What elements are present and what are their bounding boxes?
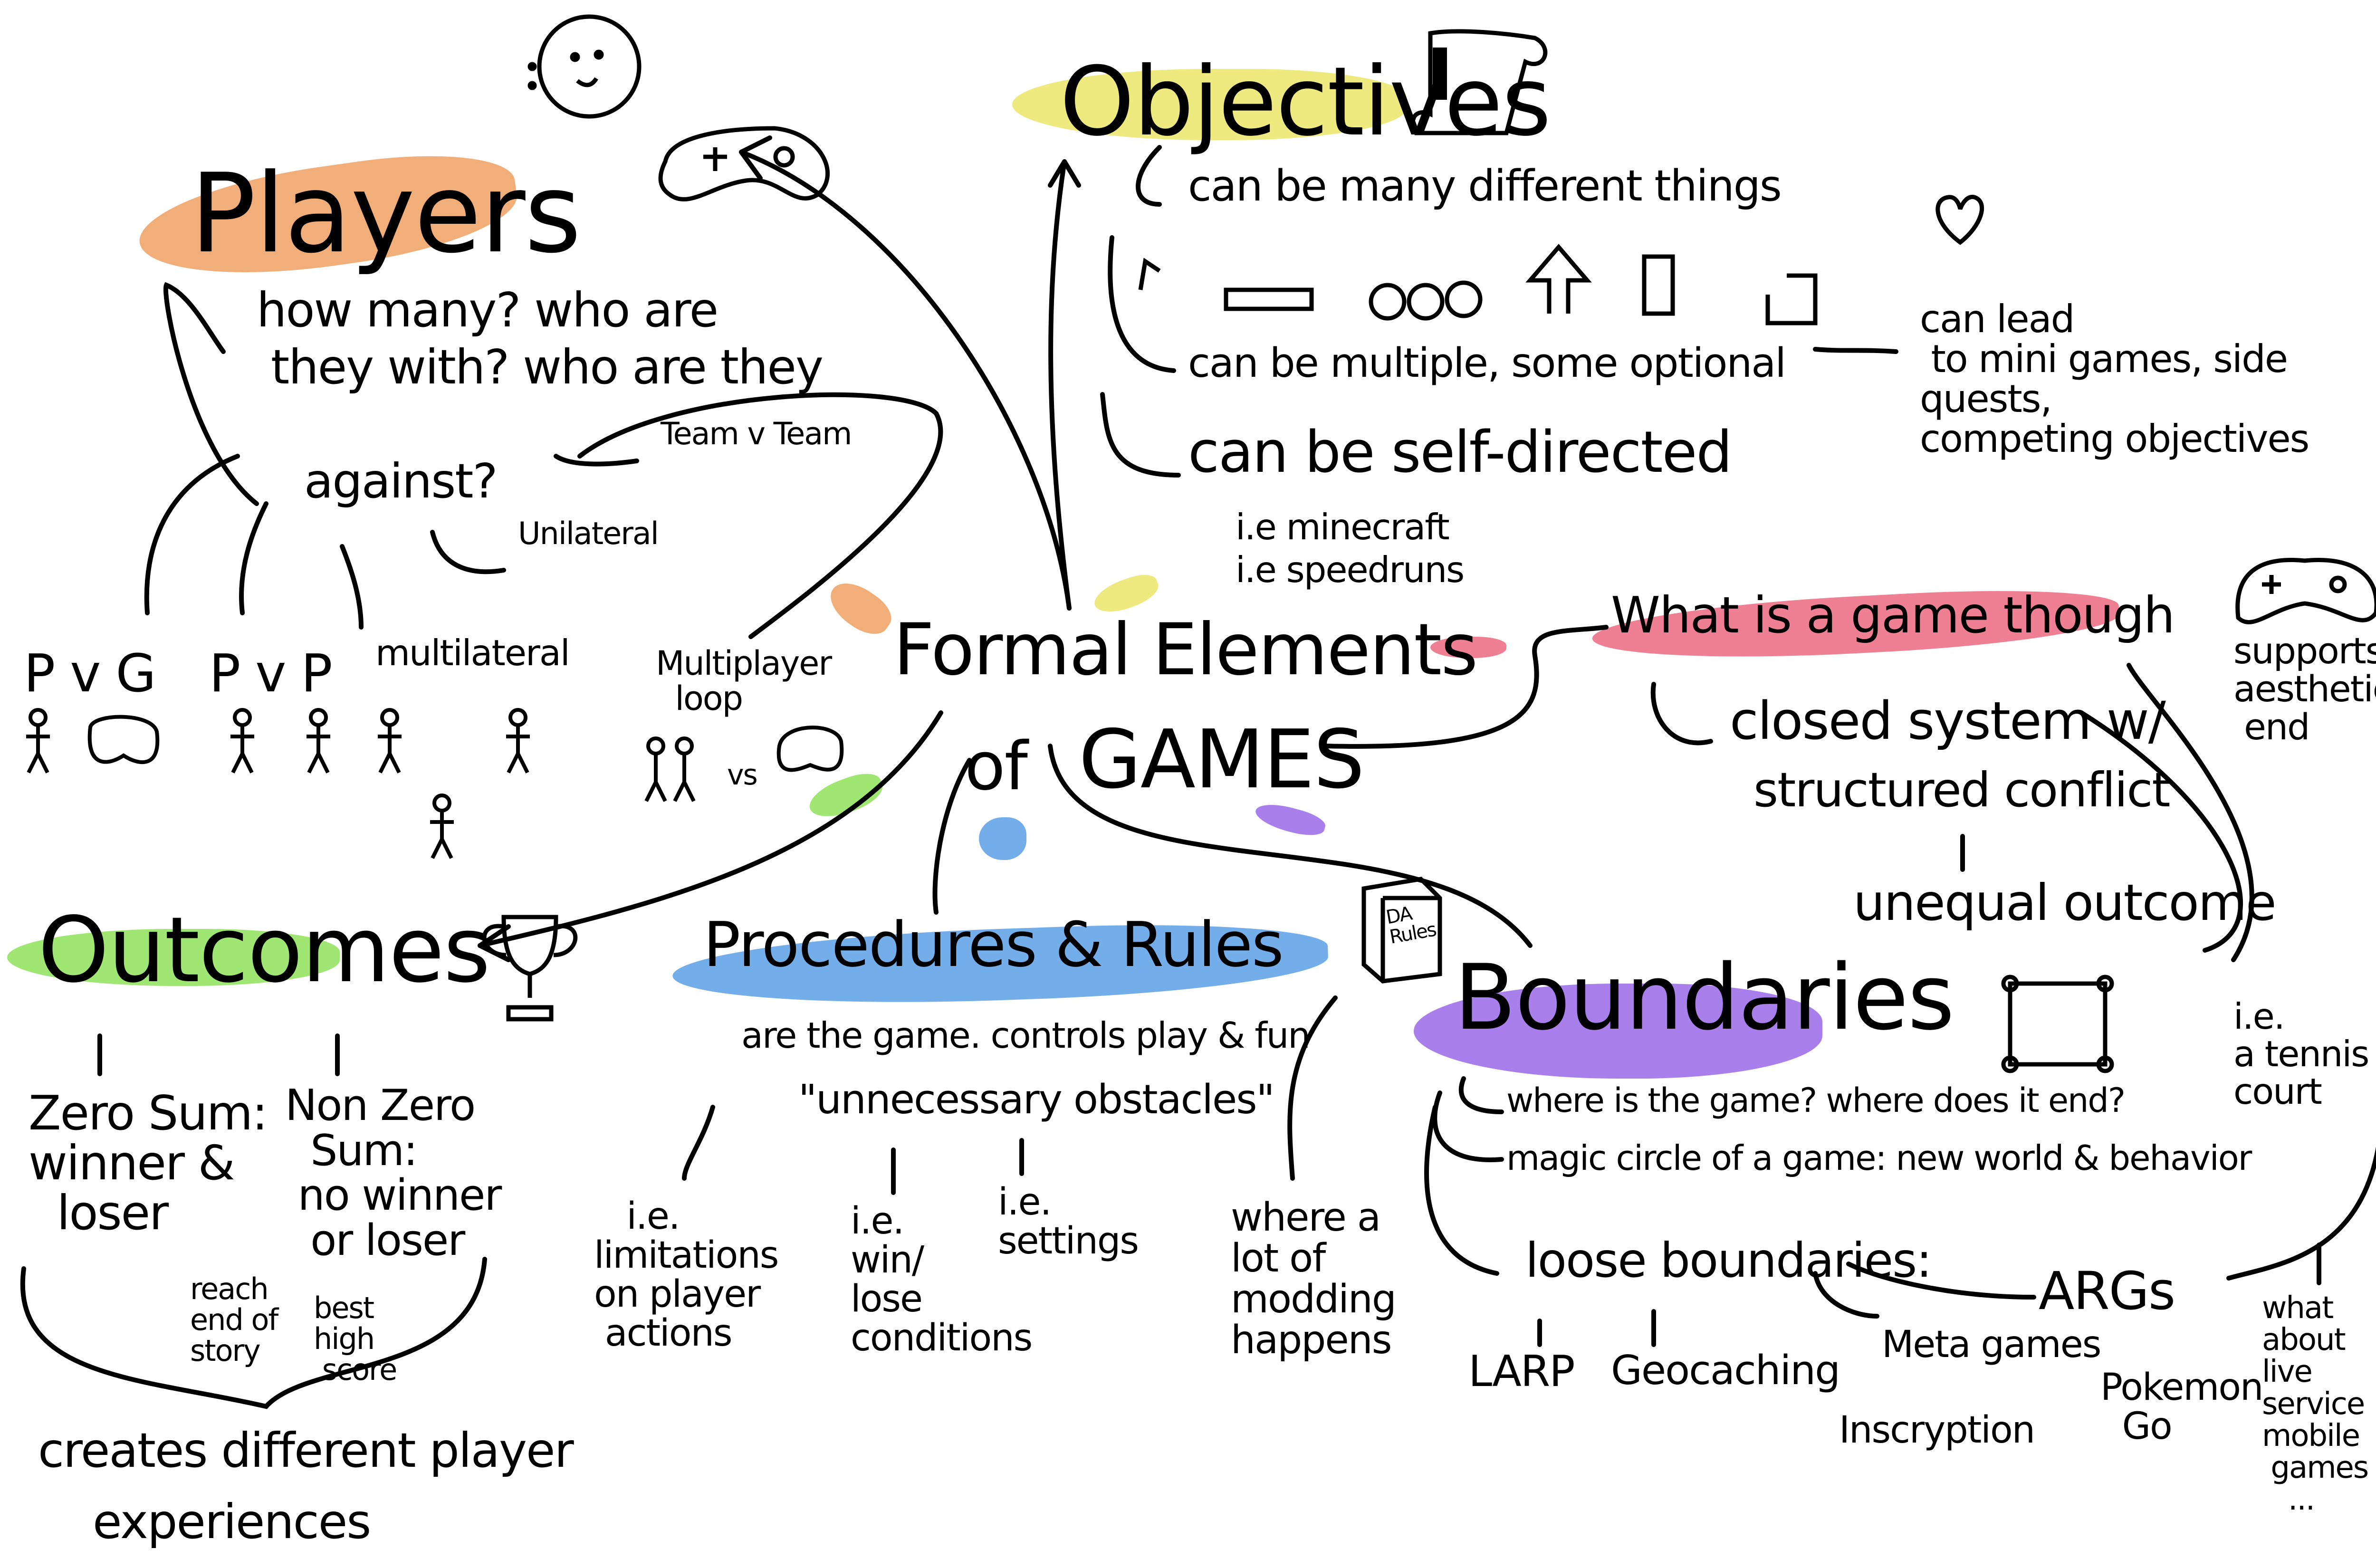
where-is-game: where is the game? where does it end? bbox=[1506, 1081, 2126, 1120]
pvp: P v P bbox=[209, 643, 333, 704]
boundaries-heading: Boundaries bbox=[1454, 945, 1954, 1050]
supports-aesthetic-end: supports aesthetic end bbox=[2233, 630, 2376, 748]
creates-different: creates different player bbox=[38, 1423, 574, 1478]
heart-icon bbox=[1935, 195, 1984, 245]
objectives-highlight bbox=[1012, 69, 1407, 140]
multiplayer-loop: Multiplayer loop bbox=[656, 644, 832, 718]
blue-blob bbox=[979, 817, 1026, 860]
scroll-icon bbox=[1411, 29, 1548, 135]
central-title: Formal Elements bbox=[893, 609, 1478, 691]
players-question-1: how many? who are bbox=[257, 282, 719, 338]
experiences: experiences bbox=[93, 1494, 371, 1549]
magic-circle: magic circle of a game: new world & beha… bbox=[1506, 1138, 2252, 1178]
structured-conflict: structured conflict bbox=[1753, 762, 2171, 818]
stick-figures-icon bbox=[26, 708, 844, 859]
pink-blob bbox=[1430, 637, 1506, 658]
game-controller-icon bbox=[658, 126, 830, 201]
inscryption: Inscryption bbox=[1839, 1409, 2035, 1452]
pvg: P v G bbox=[24, 643, 156, 704]
limitations-example: i.e. limitations on player actions bbox=[594, 1195, 779, 1355]
vs-label: vs bbox=[727, 758, 758, 792]
example-minecraft: i.e minecraft bbox=[1236, 506, 1450, 548]
objectives-self-directed: can be self-directed bbox=[1188, 420, 1733, 486]
geocaching: Geocaching bbox=[1611, 1347, 1840, 1394]
settings-example: i.e. settings bbox=[998, 1181, 1139, 1262]
players-question-3: against? bbox=[304, 453, 498, 509]
objectives-heading: Objectives bbox=[1060, 47, 1552, 157]
outcomes-highlight bbox=[7, 929, 340, 986]
players-heading: Players bbox=[190, 151, 582, 277]
pokemon-go: Pokemon Go bbox=[2100, 1366, 2263, 1448]
procedures-heading: Procedures & Rules bbox=[703, 908, 1284, 981]
win-lose-example: i.e. win/ lose conditions bbox=[851, 1200, 1033, 1359]
rulebook-icon bbox=[1361, 877, 1442, 984]
meta-games: Meta games bbox=[1882, 1323, 2101, 1366]
central-games: GAMES bbox=[1079, 713, 1365, 807]
unequal-outcome: unequal outcome bbox=[1853, 874, 2277, 932]
outcomes-heading: Outcomes bbox=[38, 898, 490, 1003]
non-zero-sum: Non Zero Sum: no winner or loser bbox=[285, 1080, 502, 1265]
central-of: of bbox=[965, 728, 1028, 805]
zero-sum: Zero Sum: winner & loser bbox=[29, 1085, 268, 1241]
team-v-team: Team v Team bbox=[661, 416, 852, 452]
closed-system: closed system w/ bbox=[1730, 690, 2166, 751]
objectives-lead: can lead to mini games, side quests, com… bbox=[1920, 297, 2309, 461]
larp: LARP bbox=[1468, 1347, 1575, 1396]
unilateral: Unilateral bbox=[518, 516, 659, 552]
reach-end-of-story: reach end of story bbox=[190, 1272, 278, 1368]
multilateral: multilateral bbox=[375, 632, 570, 674]
objective-sketches-icon bbox=[1138, 244, 1818, 325]
objectives-many: can be many different things bbox=[1188, 161, 1782, 211]
tennis-court-example: i.e. a tennis court bbox=[2233, 995, 2369, 1112]
players-question-2: they with? who are they bbox=[271, 339, 824, 395]
objectives-multiple: can be multiple, some optional bbox=[1188, 340, 1786, 387]
boundaries-highlight bbox=[1414, 984, 1822, 1079]
unnecessary-obstacles: "unnecessary obstacles" bbox=[798, 1076, 1275, 1123]
modding-note: where a lot of modding happens bbox=[1231, 1195, 1397, 1363]
procedures-controls: are the game. controls play & fun bbox=[741, 1014, 1311, 1056]
example-speedruns: i.e speedruns bbox=[1236, 549, 1465, 591]
loose-boundaries: loose boundaries: bbox=[1525, 1233, 1932, 1288]
boundary-box-icon bbox=[2001, 975, 2114, 1073]
controller-icon bbox=[2235, 558, 2376, 624]
what-is-heading: What is a game though bbox=[1611, 586, 2175, 644]
what-about-live-service: what about live service mobile games ... bbox=[2262, 1291, 2369, 1518]
trophy-icon bbox=[482, 915, 578, 1022]
args: ARGs bbox=[2039, 1261, 2175, 1321]
smiley-face-icon bbox=[527, 14, 642, 119]
best-high-score: best high score bbox=[314, 1291, 397, 1387]
